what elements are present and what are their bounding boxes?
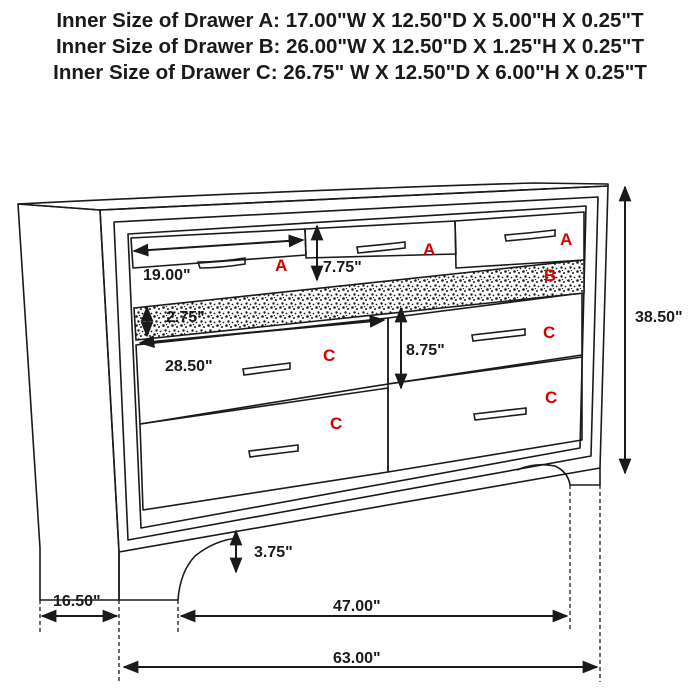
drawer-c-spec: Inner Size of Drawer C: 26.75" W X 12.50…	[53, 61, 647, 84]
drawer-b-spec: Inner Size of Drawer B: 26.00"W X 12.50"…	[55, 35, 645, 58]
drawer-label-c: C	[323, 346, 335, 365]
drawer-handle	[471, 328, 526, 342]
drawer-label-a: A	[423, 240, 435, 259]
front-apron-left	[118, 537, 239, 601]
drawer-label-b: B	[544, 266, 556, 285]
drawer-c-upper-right	[387, 292, 583, 385]
drawer-handle	[242, 362, 291, 376]
dim-label-875: 8.75"	[406, 342, 445, 359]
drawer-handle	[248, 444, 299, 458]
drawer-label-c: C	[545, 388, 557, 407]
dim-label-2850: 28.50"	[165, 358, 213, 375]
drawer-handle	[504, 229, 556, 242]
drawer-c-lower-right	[387, 356, 583, 473]
drawer-label-a: A	[560, 230, 572, 249]
drawer-handle	[356, 241, 406, 254]
drawer-a-spec: Inner Size of Drawer A: 17.00"W X 12.50"…	[56, 9, 644, 32]
drawer-handle	[473, 407, 527, 421]
inner-frame-2	[127, 205, 587, 529]
dim-label-19: 19.00"	[143, 267, 191, 284]
front-apron-right	[516, 463, 601, 486]
inner-frame-1	[113, 196, 599, 541]
dim-label-inner-width: 47.00"	[333, 598, 381, 615]
dim-label-775: 7.75"	[323, 259, 362, 276]
dim-label-leg: 3.75"	[254, 544, 293, 561]
drawer-spec-block: Inner Size of Drawer A: 17.00"W X 12.50"…	[0, 8, 700, 86]
drawer-label-c: C	[330, 414, 342, 433]
dim-label-overall-height: 38.50"	[635, 309, 683, 326]
dim-label-overall-width: 63.00"	[333, 650, 381, 667]
dim-label-275: 2.75"	[166, 309, 205, 326]
dim-label-depth: 16.50"	[53, 593, 101, 610]
drawer-label-a: A	[275, 256, 287, 275]
drawer-handle	[196, 257, 246, 269]
dresser-top	[17, 182, 609, 211]
drawer-label-c: C	[543, 323, 555, 342]
dim-line-19	[132, 234, 305, 257]
dim-line-2850	[138, 314, 386, 349]
side-panel	[17, 203, 120, 601]
